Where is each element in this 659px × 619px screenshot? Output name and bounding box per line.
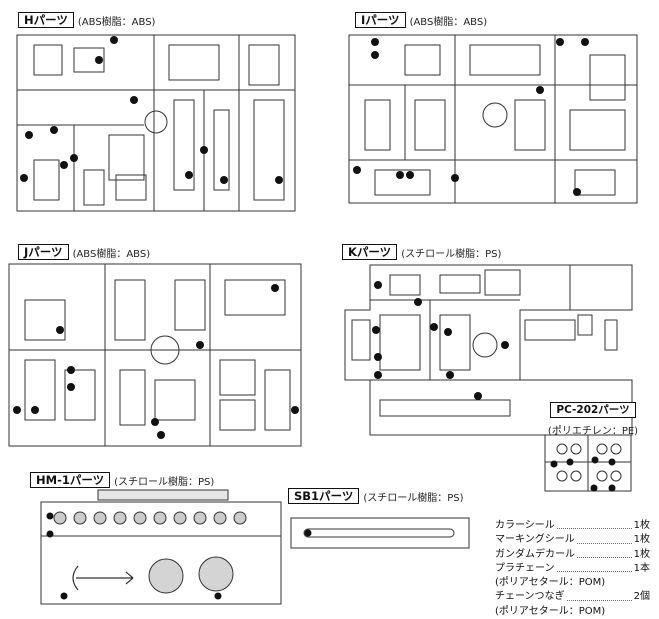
accessory-qty: 2個 <box>633 591 650 603</box>
h-parts-runner <box>16 34 296 212</box>
accessory-name: チェーンつなぎ <box>495 591 565 603</box>
i-parts-material: (ABS樹脂：ABS) <box>409 16 488 28</box>
j-parts-runner <box>8 263 302 447</box>
k-parts-material: (スチロール樹脂：PS) <box>401 248 502 260</box>
hm1-parts-material: (スチロール樹脂：PS) <box>114 476 215 488</box>
sb1-parts-runner <box>290 517 470 549</box>
h-parts-label: Hパーツ <box>18 12 74 28</box>
accessory-row: プラチェーン 1本 <box>495 562 650 576</box>
pc202-parts-label: PC-202パーツ <box>550 402 636 418</box>
k-parts-header: Kパーツ (スチロール樹脂：PS) <box>342 244 501 260</box>
accessory-qty: 1枚 <box>633 520 650 531</box>
accessory-name: カラーシール <box>495 520 555 531</box>
j-parts-material: (ABS樹脂：ABS) <box>72 248 151 260</box>
i-parts-header: Iパーツ (ABS樹脂：ABS) <box>355 12 487 28</box>
accessory-qty: 1枚 <box>633 534 650 546</box>
accessory-row: ガンダムデカール 1枚 <box>495 548 650 562</box>
hm1-parts-runner <box>40 489 282 605</box>
accessory-note: (ポリアセタール：POM) <box>495 605 606 617</box>
accessory-name: プラチェーン <box>495 562 555 574</box>
accessory-row: チェーンつなぎ 2個 <box>495 590 650 604</box>
accessory-name: ガンダムデカール <box>495 548 575 560</box>
j-parts-header: Jパーツ (ABS樹脂：ABS) <box>18 244 150 260</box>
pc202-parts-header: PC-202パーツ (ポリエチレン：PE) <box>543 398 643 437</box>
j-parts-label: Jパーツ <box>18 244 69 260</box>
pc202-parts-runner <box>544 434 632 492</box>
accessory-note: (ポリアセタール：POM) <box>495 577 606 589</box>
h-parts-header: Hパーツ (ABS樹脂：ABS) <box>18 12 155 28</box>
pc202-parts-material: (ポリエチレン：PE) <box>547 426 639 437</box>
accessory-qty: 1本 <box>633 562 650 574</box>
k-parts-label: Kパーツ <box>342 244 398 260</box>
h-parts-material: (ABS樹脂：ABS) <box>77 16 156 28</box>
i-parts-runner <box>348 34 638 204</box>
accessory-name: マーキングシール <box>495 534 575 546</box>
sb1-parts-material: (スチロール樹脂：PS) <box>363 492 464 504</box>
accessory-qty: 1枚 <box>633 548 650 560</box>
sb1-parts-label: SB1パーツ <box>288 488 360 504</box>
hm1-parts-header: HM-1パーツ (スチロール樹脂：PS) <box>30 472 214 488</box>
hm1-parts-label: HM-1パーツ <box>30 472 111 488</box>
accessory-row: マーキングシール 1枚 <box>495 533 650 547</box>
sb1-parts-header: SB1パーツ (スチロール樹脂：PS) <box>288 488 464 504</box>
k-parts-runner <box>344 264 633 436</box>
i-parts-label: Iパーツ <box>355 12 406 28</box>
accessory-row: カラーシール 1枚 <box>495 519 650 533</box>
